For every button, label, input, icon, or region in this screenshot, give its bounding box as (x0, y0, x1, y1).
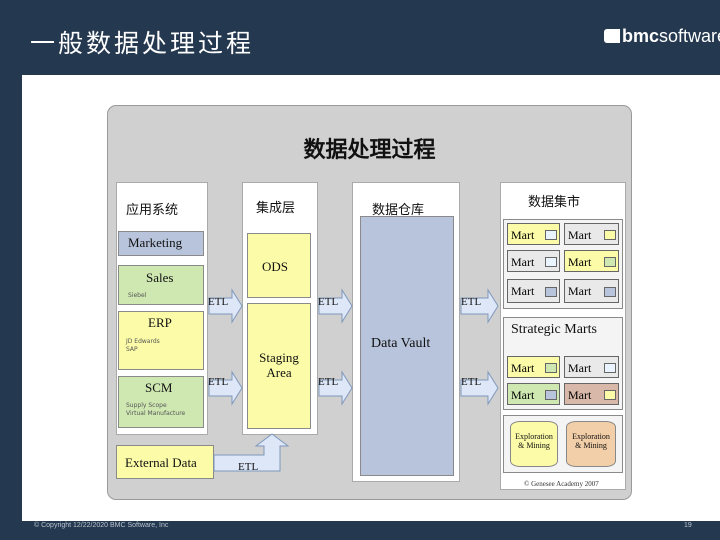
etl-label-1: ETL (208, 296, 229, 308)
exploration-cylinder-2 (566, 421, 616, 467)
etl-arrow-4 (318, 370, 353, 406)
exploration-cylinder-1 (510, 421, 558, 467)
source-external-data (116, 445, 214, 479)
source-erp-sublabel-2: SAP (126, 346, 138, 353)
source-scm-sublabel-1: Supply Scope (126, 402, 167, 409)
source-scm (118, 376, 204, 428)
etl-label-6: ETL (461, 376, 482, 388)
strategic-marts-label: Strategic Marts (511, 322, 597, 337)
mart-1: Mart (507, 223, 560, 245)
mart-7: Mart (507, 356, 560, 378)
diagram-title: 数据处理过程 (303, 137, 436, 163)
exploration-label-2: Exploration & Mining (572, 432, 610, 450)
etl-label-3: ETL (318, 296, 339, 308)
mart-8: Mart (564, 356, 619, 378)
data-vault-label: Data Vault (371, 336, 431, 351)
staging-area-label: Staging Area (259, 350, 299, 380)
apps-column-title: 应用系统 (126, 203, 179, 218)
mart-3: Mart (507, 250, 560, 272)
mart-9: Mart (507, 383, 560, 405)
marts-column-title: 数据集市 (528, 195, 581, 210)
etl-arrow-6 (460, 370, 499, 406)
source-erp-label: ERP (148, 315, 172, 330)
page-number: 19 (684, 522, 692, 529)
logo-text-bmc: bmc (622, 26, 660, 46)
mart-5: Mart (507, 279, 560, 303)
warehouse-column-title: 数据仓库 (372, 203, 425, 218)
source-sales-sublabel: Siebel (128, 292, 147, 299)
source-sales-label: Sales (146, 270, 174, 285)
genesee-copyright: © Genesee Academy 2007 (524, 480, 599, 488)
source-erp-sublabel-1: JD Edwards (126, 338, 160, 345)
source-external-data-label: External Data (125, 455, 197, 470)
etl-arrow-2 (208, 370, 243, 406)
source-marketing (118, 231, 204, 256)
etl-arrow-3 (318, 288, 353, 324)
integration-column-title: 集成层 (256, 201, 296, 216)
mart-10: Mart (564, 383, 619, 405)
mart-4: Mart (564, 250, 619, 272)
etl-label-5: ETL (461, 296, 482, 308)
staging-area-box (247, 303, 311, 429)
etl-arrow-1 (208, 288, 243, 324)
source-scm-label: SCM (145, 380, 173, 395)
ods-label: ODS (262, 259, 289, 274)
etl-label-external: ETL (238, 461, 259, 473)
logo-text-software: software (659, 26, 720, 46)
logo-mark-icon (604, 29, 620, 43)
etl-arrow-5 (460, 288, 499, 324)
bmc-logo: bmcsoftware (604, 26, 720, 47)
ods-box (247, 233, 311, 298)
source-scm-sublabel-2: Virtual Manufacture (126, 410, 186, 417)
etl-label-4: ETL (318, 376, 339, 388)
mart-2: Mart (564, 223, 619, 245)
etl-arrow-external (213, 433, 290, 472)
source-erp (118, 311, 204, 370)
data-vault-box (360, 216, 454, 476)
exploration-label-1: Exploration & Mining (515, 432, 553, 450)
slide-title: 一般数据处理过程 (30, 29, 255, 58)
etl-label-2: ETL (208, 376, 229, 388)
source-marketing-label: Marketing (128, 235, 183, 250)
mart-6: Mart (564, 279, 619, 303)
source-sales (118, 265, 204, 305)
footer-copyright: © Copyright 12/22/2020 BMC Software, Inc (34, 522, 169, 529)
